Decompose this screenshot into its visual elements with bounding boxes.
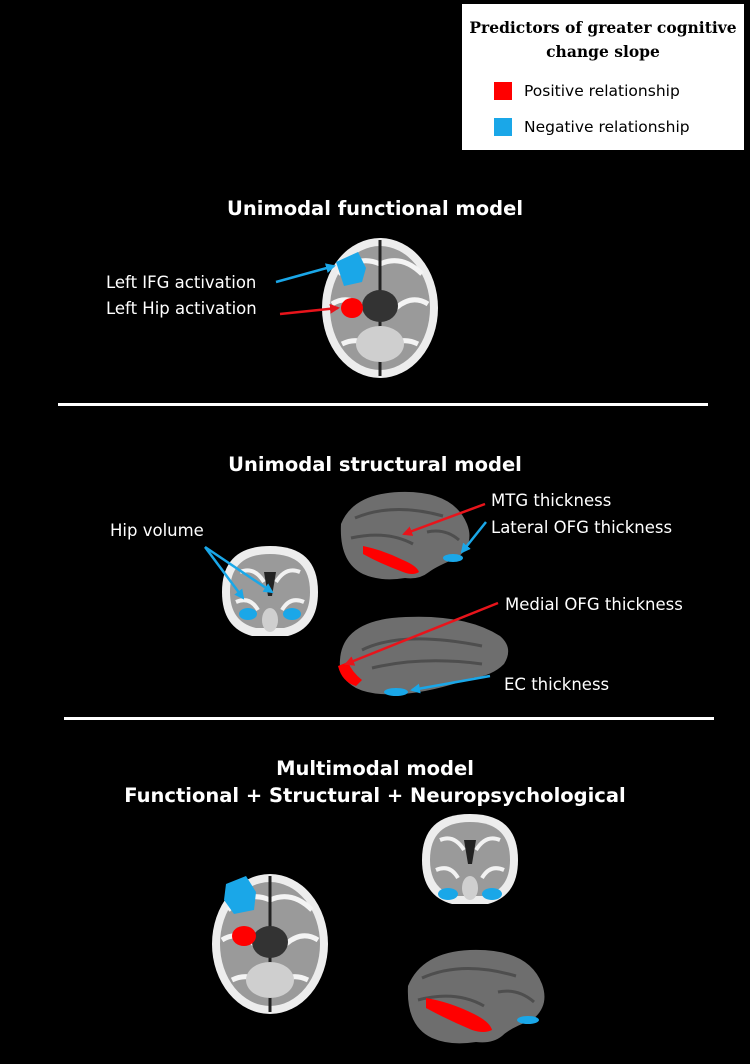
label-left-ifg: Left IFG activation [106, 273, 257, 292]
legend-title-line1: Predictors of greater cognitive [469, 18, 737, 37]
axial-brain-multimodal [212, 874, 328, 1014]
ec-region [384, 688, 408, 696]
multimodal-hip-region [232, 926, 256, 946]
medial-ofg-region [338, 662, 362, 686]
left-hip-region [341, 298, 363, 318]
arrow-mtg [402, 502, 486, 536]
label-left-hip: Left Hip activation [106, 299, 257, 318]
multimodal-right-hip-volume [482, 888, 502, 900]
label-ec-thickness: EC thickness [504, 675, 610, 694]
legend-box: Predictors of greater cognitive change s… [462, 4, 744, 150]
arrow-hip-volume-left [203, 546, 245, 600]
mtg-region [363, 546, 419, 574]
legend-item-positive: Positive relationship [494, 80, 680, 102]
label-medial-ofg-thickness: Medial OFG thickness [505, 595, 683, 614]
axial-brain-functional [322, 238, 438, 378]
label-lateral-ofg-thickness: Lateral OFG thickness [491, 518, 673, 537]
lateral-ofg-region [443, 554, 463, 562]
legend-label-positive: Positive relationship [524, 82, 680, 100]
structural-model-title: Unimodal structural model [228, 453, 522, 476]
arrow-lateral-ofg [460, 521, 487, 554]
multimodal-lateral-ofg-region [517, 1016, 539, 1024]
right-hip-volume-region [283, 608, 301, 620]
multimodal-ifg-region [224, 876, 256, 914]
separator-2 [64, 717, 714, 720]
left-hip-volume-region [239, 608, 257, 620]
separator-1 [58, 403, 708, 406]
label-mtg-thickness: MTG thickness [491, 491, 612, 510]
legend-title: Predictors of greater cognitive change s… [462, 16, 744, 64]
arrow-hip [279, 303, 340, 316]
multimodal-left-hip-volume [438, 888, 458, 900]
functional-model-title: Unimodal functional model [226, 197, 523, 220]
multimodal-model-title: Multimodal model [276, 757, 474, 780]
legend-item-negative: Negative relationship [494, 116, 690, 138]
multimodal-model-subtitle: Functional + Structural + Neuropsycholog… [124, 784, 626, 807]
arrow-ifg [275, 263, 336, 284]
lateral-cortex-multimodal [407, 949, 545, 1044]
positive-swatch [494, 82, 512, 100]
label-hip-volume: Hip volume [110, 521, 204, 540]
negative-swatch [494, 118, 512, 136]
coronal-brain-multimodal [422, 814, 518, 904]
multimodal-mtg-region [426, 998, 492, 1032]
arrow-hip-volume-right [204, 545, 274, 594]
medial-cortex-structural [338, 616, 509, 696]
arrow-ec [410, 674, 491, 694]
legend-label-negative: Negative relationship [524, 118, 690, 136]
left-ifg-region [336, 252, 366, 286]
legend-title-line2: change slope [546, 42, 660, 61]
arrow-medial-ofg [344, 601, 499, 666]
